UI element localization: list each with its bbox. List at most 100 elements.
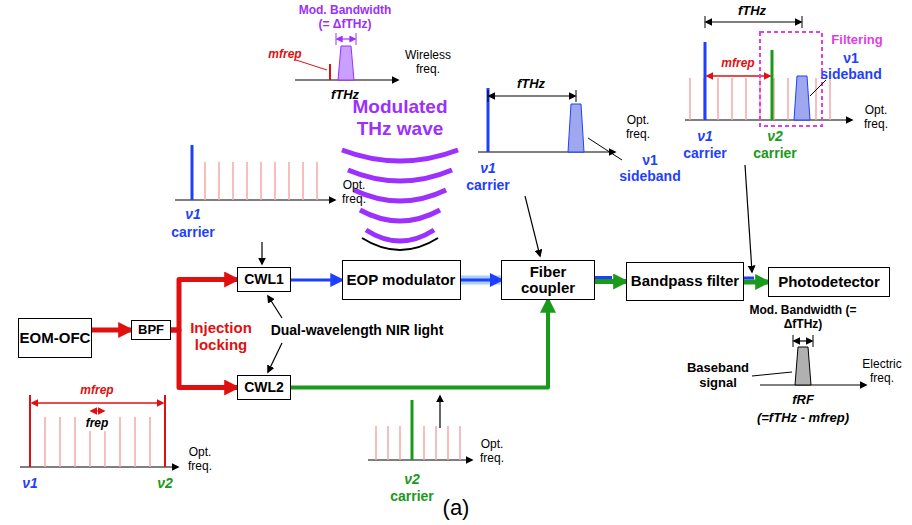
sideband-band — [568, 104, 584, 152]
dimension-arrow — [91, 410, 104, 411]
thz-wave-arc — [366, 230, 434, 241]
comb-line — [717, 78, 719, 120]
frequency-axis — [20, 466, 178, 467]
text-label: Opt. freq. — [856, 104, 896, 132]
thz-wave-arc — [360, 210, 440, 221]
text-label: Wireless freq. — [398, 49, 458, 77]
comb-line — [447, 426, 449, 460]
box-label: EOM-OFC — [20, 330, 91, 347]
leader-line — [810, 80, 826, 96]
comb-line — [274, 162, 276, 200]
antenna-dish — [362, 238, 438, 250]
comb-line — [435, 426, 437, 460]
text-label: carrier — [683, 145, 727, 161]
dimension-tick — [793, 335, 794, 347]
comb-line — [119, 417, 121, 467]
text-label: ν1 sideband — [816, 50, 886, 82]
beam-glow — [461, 276, 502, 285]
comb-line — [829, 78, 831, 120]
text-label: frep — [84, 417, 111, 431]
beam-line — [92, 328, 131, 333]
comb-line — [74, 417, 76, 467]
process-box: CWL2 — [237, 375, 291, 400]
sideband-band — [795, 347, 811, 385]
carrier-line — [191, 145, 194, 200]
dimension-tick — [336, 33, 337, 45]
pointer-arrow — [525, 196, 540, 256]
comb-mode — [164, 395, 166, 467]
beam-line — [461, 279, 502, 282]
comb-line — [232, 162, 234, 200]
process-box: EOM-OFC — [18, 318, 92, 358]
leader-line — [752, 372, 792, 376]
text-label: carrier — [171, 224, 215, 240]
frequency-axis — [175, 199, 335, 200]
text-label: mfrep — [80, 384, 113, 398]
thz-wave-arc — [342, 150, 458, 161]
leader-line — [296, 60, 327, 70]
box-label: BPF — [138, 323, 164, 337]
pointer-arrow — [439, 396, 440, 428]
comb-line — [316, 162, 318, 200]
text-label: Opt. freq. — [334, 179, 374, 207]
text-label: Baseband signal — [683, 361, 753, 391]
beam-line — [744, 280, 768, 285]
thz-wave-arc — [354, 190, 446, 201]
box-label: EOP modulator — [347, 272, 456, 289]
comb-line — [459, 426, 461, 460]
pointer-arrow — [745, 165, 752, 272]
text-label: ν1 — [697, 128, 713, 144]
pointer-arrow — [261, 242, 262, 264]
beam-line — [744, 277, 754, 280]
text-label: Modulated THz wave — [340, 96, 460, 140]
text-label: ν1 — [185, 206, 201, 222]
process-box: Fiber coupler — [501, 260, 595, 300]
process-box: Photodetector — [768, 267, 890, 297]
beam-line — [291, 279, 342, 282]
text-label: ν1 — [22, 475, 38, 491]
dimension-arrow — [489, 95, 575, 96]
text-label: ν1 sideband — [615, 152, 685, 184]
frequency-axis — [760, 384, 866, 385]
box-label: Photodetector — [778, 274, 880, 291]
leader-line — [588, 138, 622, 160]
pointer-arrow — [268, 296, 282, 318]
comb-line — [288, 162, 290, 200]
comb-line — [302, 162, 304, 200]
text-label: Mod. Bandwidth (= ΔfTHz) — [295, 4, 395, 32]
text-label: carrier — [390, 488, 434, 504]
beam-connector — [291, 300, 548, 388]
pointer-arrow — [268, 343, 282, 372]
text-label: mfrep — [268, 48, 301, 62]
dimension-tick — [576, 90, 577, 102]
carrier-line — [487, 88, 490, 152]
comb-line — [204, 162, 206, 200]
comb-mode — [29, 395, 31, 467]
comb-line — [260, 162, 262, 200]
text-label: Opt. freq. — [472, 438, 512, 466]
text-label: (=fTHz - mfrep) — [757, 411, 849, 426]
text-label: Opt. freq. — [180, 446, 220, 474]
text-label: Injection locking — [186, 319, 256, 354]
dimension-arrow — [706, 21, 801, 22]
comb-line — [59, 417, 61, 467]
box-label: Fiber coupler — [502, 264, 594, 297]
dimension-tick — [813, 335, 814, 347]
beam-connector — [92, 330, 131, 331]
text-label: mfrep — [721, 57, 754, 71]
process-box: Bandpass filter — [626, 262, 744, 301]
comb-line — [44, 417, 46, 467]
text-label: Filtering — [831, 33, 882, 48]
process-box: BPF — [131, 320, 171, 340]
comb-line — [787, 78, 789, 120]
text-label: Mod. Bandwidth (= ΔfTHz) — [748, 304, 858, 332]
comb-line — [246, 162, 248, 200]
comb-line — [745, 78, 747, 120]
beam-line — [595, 276, 612, 279]
frequency-axis — [685, 119, 852, 120]
text-label: fRF — [792, 393, 814, 408]
text-label: ν1 — [480, 160, 496, 176]
sideband-band — [338, 46, 354, 80]
carrier-line — [704, 42, 707, 120]
frequency-axis — [478, 151, 615, 152]
